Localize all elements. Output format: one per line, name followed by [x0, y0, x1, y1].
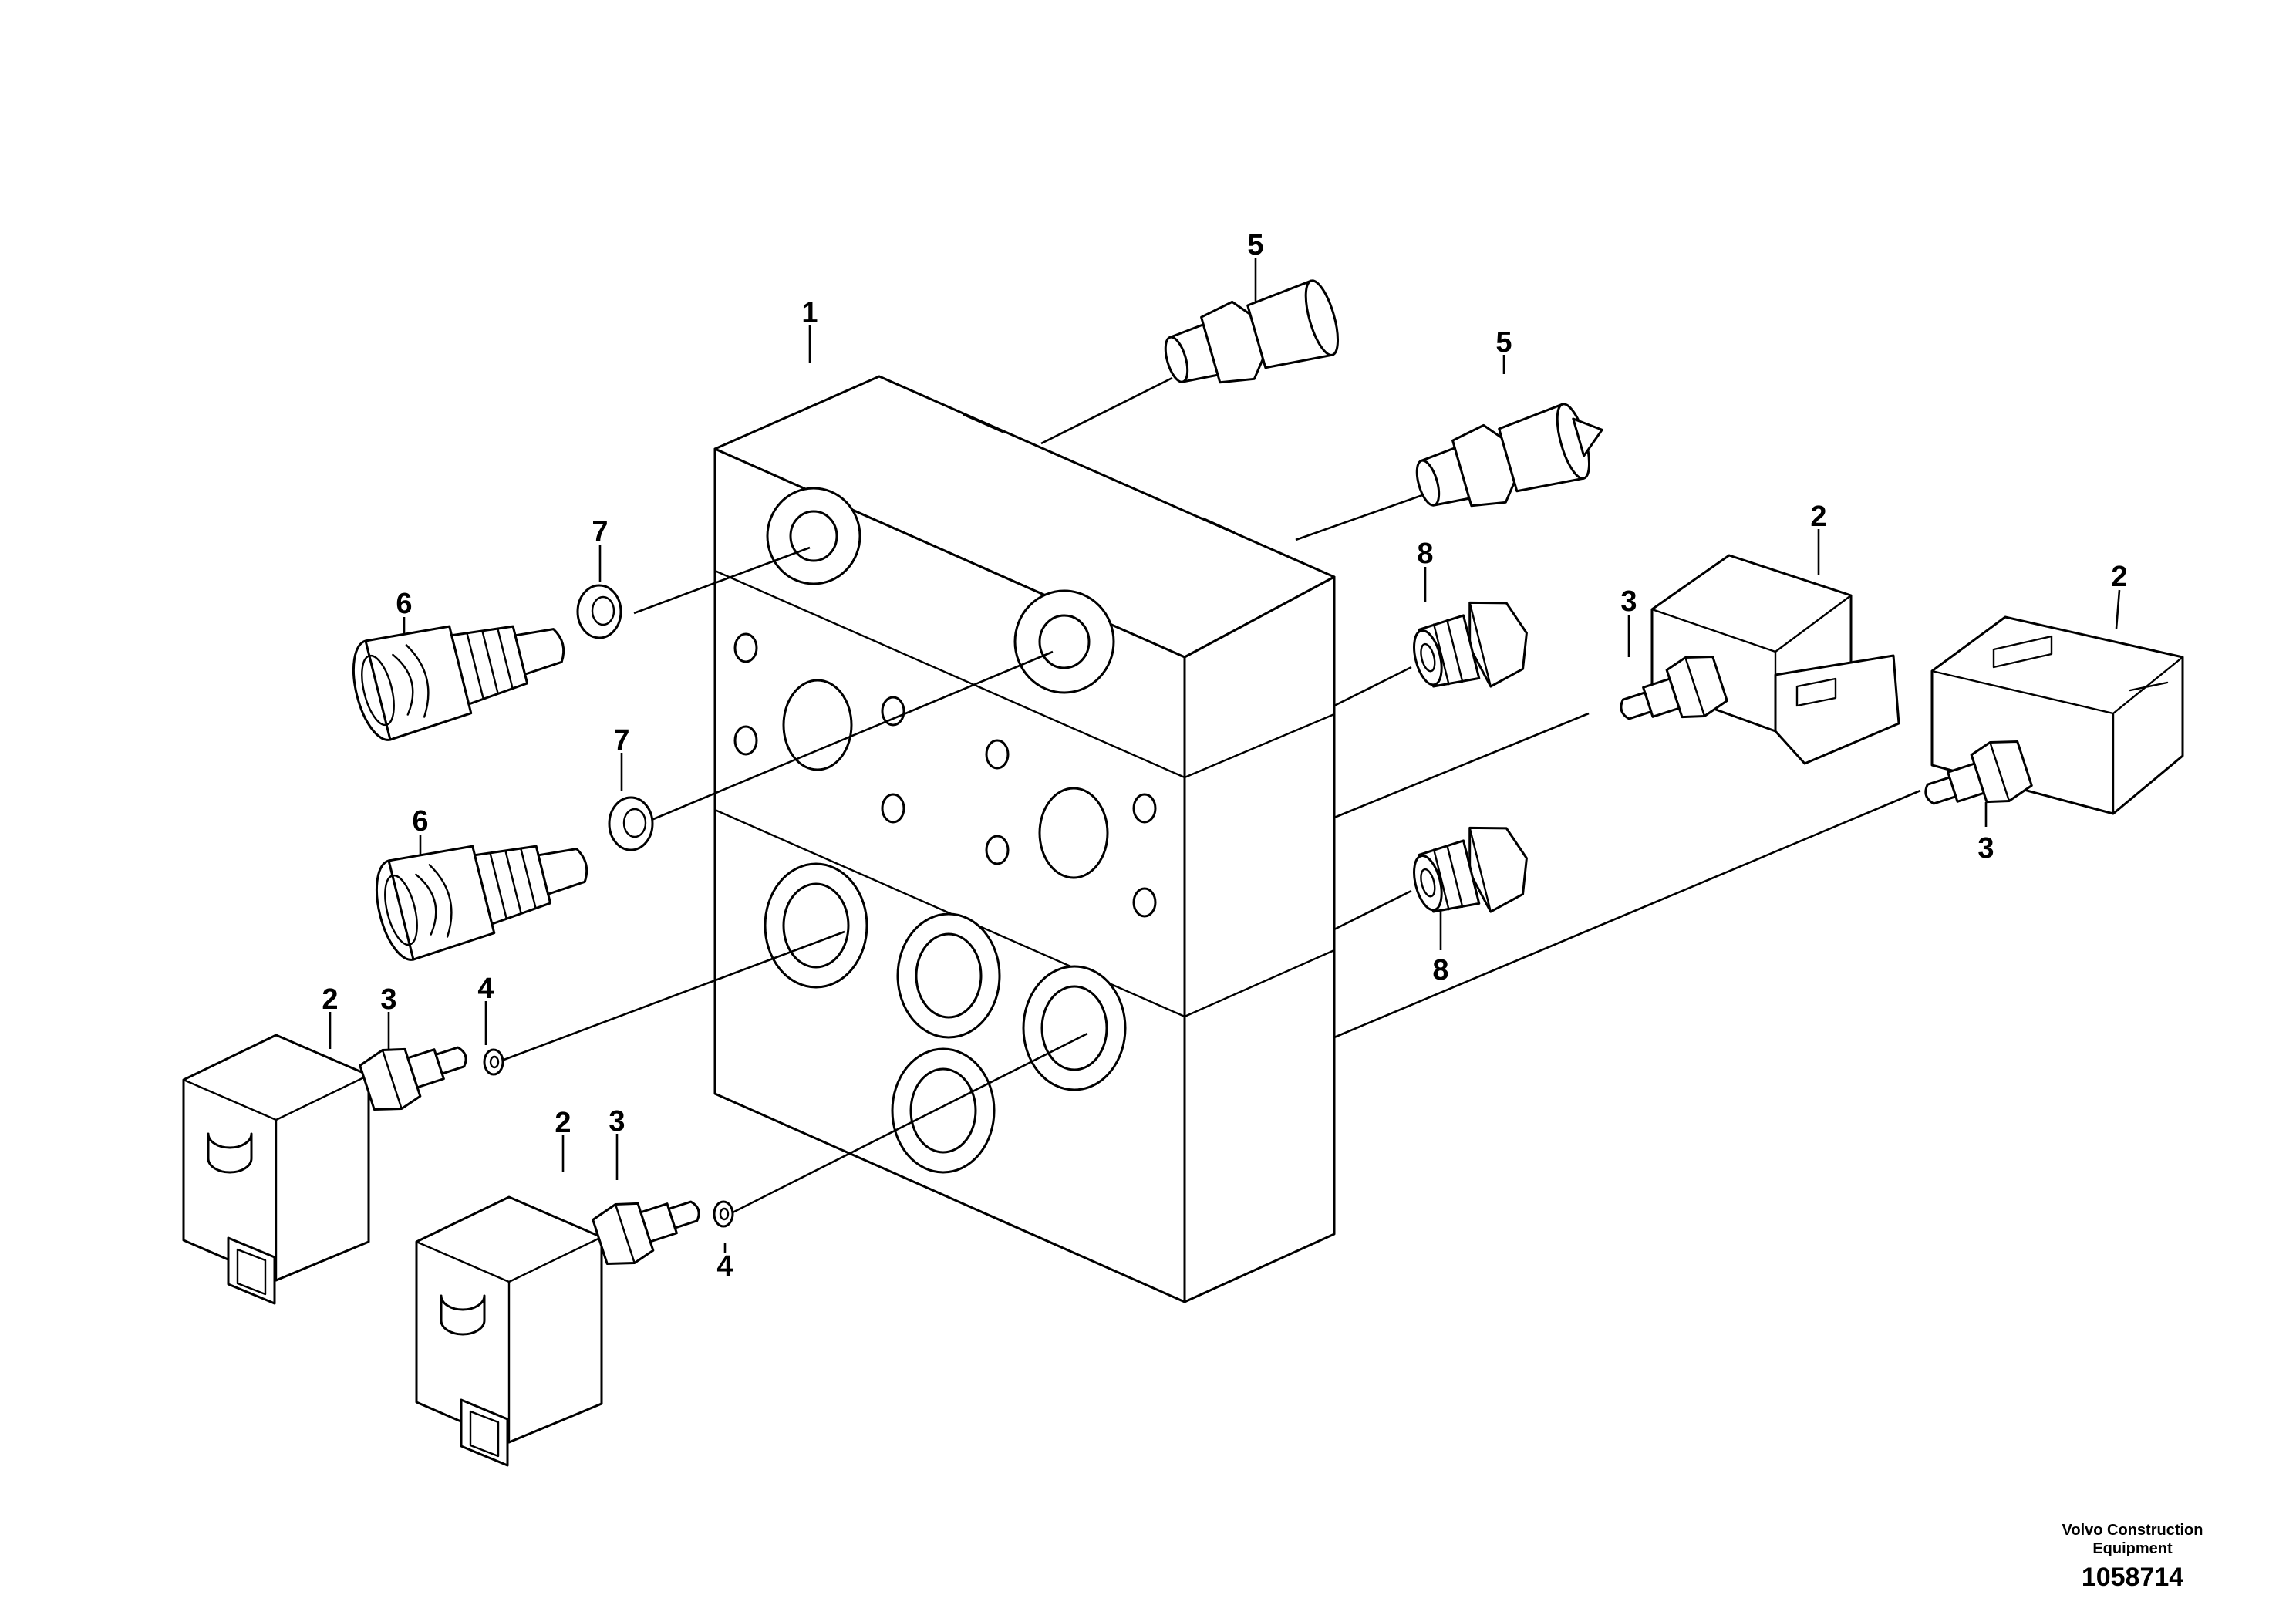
solenoid-coil-left-2	[415, 1195, 603, 1467]
callout-7-upper: 7	[592, 516, 608, 548]
solenoid-cartridge-left-1	[356, 1025, 477, 1118]
callout-2-left-2: 2	[555, 1107, 571, 1139]
callout-6-upper: 6	[396, 588, 412, 620]
callout-3-right-1: 3	[1620, 585, 1637, 618]
washer-upper	[576, 584, 622, 639]
callout-4-upper: 4	[477, 973, 494, 1005]
publisher-block: Volvo Construction Equipment 1058714	[2062, 1522, 2203, 1592]
callout-8-upper: 8	[1417, 538, 1433, 570]
callout-3-left-1: 3	[380, 983, 396, 1016]
o-ring-lower	[713, 1200, 734, 1228]
callout-7-lower: 7	[613, 724, 629, 757]
pressure-sensor-lower	[1407, 398, 1603, 525]
callout-3-right-2: 3	[1977, 832, 1994, 865]
quick-coupling-lower	[366, 813, 600, 966]
callout-3-left-2: 3	[609, 1105, 625, 1138]
callout-5-lower: 5	[1495, 326, 1512, 359]
solenoid-coil-left-1	[182, 1034, 370, 1305]
check-valve-upper	[1404, 589, 1539, 704]
callout-labels: 1 5 5 8 8 2 2 3 3 6 6 7 7 2 3 4 2 3 4	[322, 229, 2127, 1283]
publisher-line-2: Equipment	[2092, 1540, 2173, 1557]
callout-2-right-1: 2	[1810, 501, 1826, 533]
o-ring-upper	[483, 1048, 504, 1076]
washer-lower	[608, 796, 654, 851]
callout-4-lower: 4	[716, 1250, 733, 1283]
callout-8-lower: 8	[1432, 954, 1448, 986]
publisher-line-1: Volvo Construction	[2062, 1522, 2203, 1539]
leader-lines	[329, 258, 2121, 1253]
callout-2-left-1: 2	[322, 983, 338, 1016]
callout-2-right-2: 2	[2111, 561, 2127, 593]
valve-block	[713, 375, 1336, 1303]
callout-6-lower: 6	[412, 805, 428, 838]
check-valve-lower	[1404, 814, 1539, 929]
solenoid-cartridge-left-2	[589, 1179, 710, 1273]
document-number: 1058714	[2082, 1563, 2183, 1592]
callout-5-upper: 5	[1247, 229, 1263, 261]
pressure-sensor-upper	[1155, 275, 1347, 402]
callout-1: 1	[801, 297, 818, 329]
quick-coupling-upper	[343, 593, 577, 747]
